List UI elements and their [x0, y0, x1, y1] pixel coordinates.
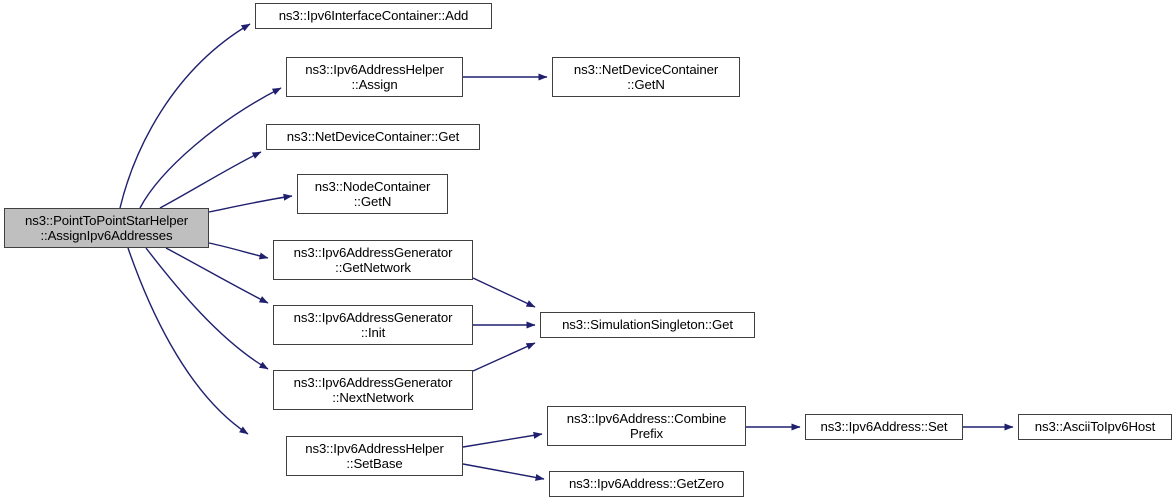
graph-node-label: ns3::Ipv6AddressGenerator ::NextNetwork [293, 374, 453, 406]
graph-node-label: ns3::Ipv6Address::Set [820, 419, 948, 435]
graph-node-addrset[interactable]: ns3::Ipv6Address::Set [805, 414, 963, 440]
graph-node-nodecgetn[interactable]: ns3::NodeContainer ::GetN [297, 174, 448, 214]
graph-node-label: ns3::Ipv6Address::GetZero [568, 476, 725, 492]
edge-root-to-nodecgetn [208, 193, 293, 213]
graph-node-label: ns3::Ipv6InterfaceContainer::Add [278, 8, 469, 24]
edge-nextnetwork-to-simsingleton [472, 342, 536, 372]
graph-node-label: ns3::SimulationSingleton::Get [562, 317, 733, 333]
graph-node-label: ns3::NetDeviceContainer::Get [286, 129, 460, 145]
graph-node-getnetwork[interactable]: ns3::Ipv6AddressGenerator ::GetNetwork [273, 240, 473, 280]
edge-root-to-ifcadd [119, 23, 251, 209]
graph-node-label: ns3::NetDeviceContainer ::GetN [573, 61, 719, 93]
edge-root-to-setbase [127, 247, 249, 435]
edge-root-to-nextnetwork [145, 247, 269, 370]
graph-node-simsingleton[interactable]: ns3::SimulationSingleton::Get [540, 312, 755, 338]
graph-node-label: ns3::Ipv6Address::Combine Prefix [566, 410, 727, 442]
graph-node-assign[interactable]: ns3::Ipv6AddressHelper ::Assign [286, 57, 463, 97]
edge-root-to-init [165, 247, 269, 304]
graph-node-getzero[interactable]: ns3::Ipv6Address::GetZero [549, 471, 744, 497]
edge-root-to-getnetwork [208, 242, 269, 260]
graph-node-asciitohost[interactable]: ns3::AsciiToIpv6Host [1018, 414, 1172, 440]
graph-node-ifcadd[interactable]: ns3::Ipv6InterfaceContainer::Add [255, 3, 492, 29]
edge-root-to-assign [139, 87, 282, 209]
graph-node-combineprefix[interactable]: ns3::Ipv6Address::Combine Prefix [547, 406, 746, 446]
edge-getnetwork-to-simsingleton [472, 277, 536, 308]
graph-node-root[interactable]: ns3::PointToPointStarHelper ::AssignIpv6… [4, 208, 209, 248]
graph-node-nextnetwork[interactable]: ns3::Ipv6AddressGenerator ::NextNetwork [273, 370, 473, 410]
graph-node-init[interactable]: ns3::Ipv6AddressGenerator ::Init [273, 305, 473, 345]
graph-node-setbase[interactable]: ns3::Ipv6AddressHelper ::SetBase [286, 436, 463, 476]
graph-node-ndcgetn[interactable]: ns3::NetDeviceContainer ::GetN [552, 57, 740, 97]
graph-node-label: ns3::Ipv6AddressHelper ::SetBase [305, 440, 444, 472]
edge-setbase-to-getzero [462, 463, 545, 481]
graph-node-label: ns3::AsciiToIpv6Host [1034, 419, 1156, 435]
graph-node-label: ns3::Ipv6AddressGenerator ::Init [293, 309, 453, 341]
graph-node-label: ns3::Ipv6AddressGenerator ::GetNetwork [293, 244, 453, 276]
graph-node-label: ns3::Ipv6AddressHelper ::Assign [305, 61, 444, 93]
graph-node-ndcget[interactable]: ns3::NetDeviceContainer::Get [266, 124, 480, 150]
graph-node-label: ns3::NodeContainer ::GetN [314, 178, 431, 210]
edge-root-to-ndcget [159, 151, 262, 209]
edge-setbase-to-combineprefix [462, 431, 543, 448]
graph-node-label: ns3::PointToPointStarHelper ::AssignIpv6… [25, 212, 188, 244]
